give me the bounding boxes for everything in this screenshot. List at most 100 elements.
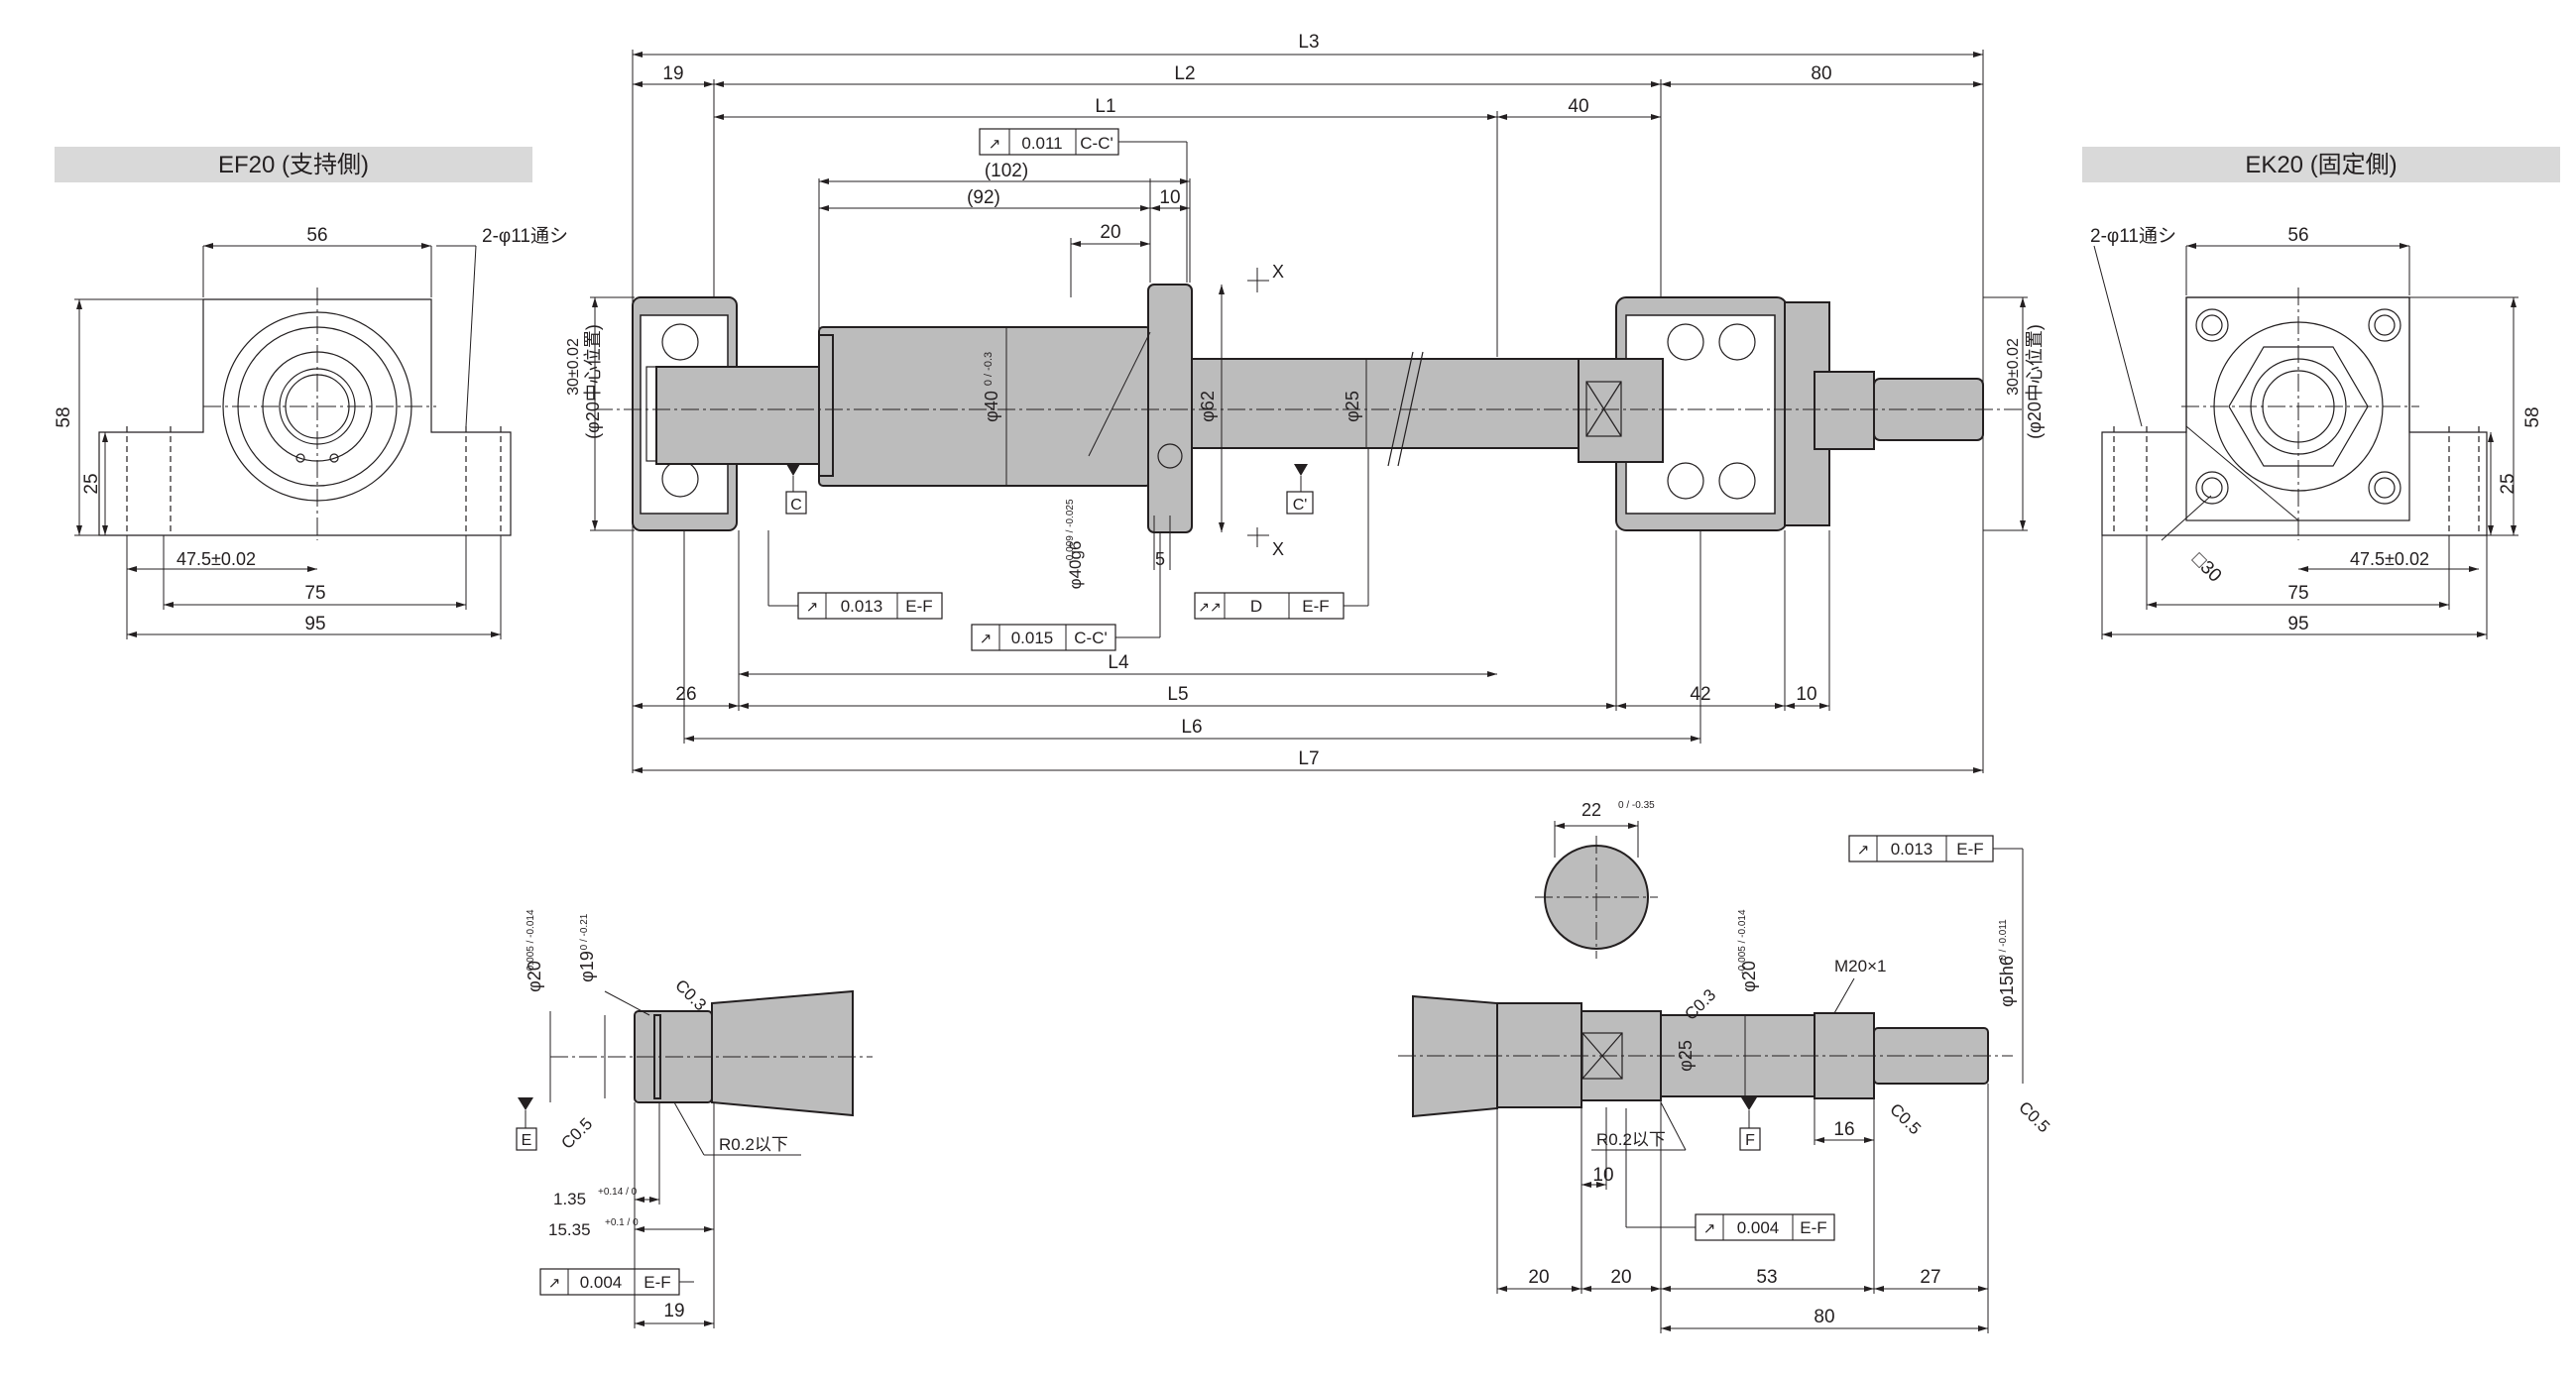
svg-text:↗: ↗ [1703,1220,1716,1237]
detail-20-b: 20 [1610,1267,1631,1288]
dim-L3: L3 [1298,32,1319,53]
ef20-title: EF20 (支持側) [218,152,369,178]
center-pos-right-a: 30±0.02 [2005,338,2022,396]
ef20-title-band [55,147,532,182]
svg-text:E-F: E-F [644,1273,670,1292]
tolerance-box-5: ↗ 0.013 E-F [1848,835,2024,1028]
ek20-dim-47-5: 47.5±0.02 [2350,549,2429,569]
ek20-bolts [2195,308,2401,505]
detail-80: 80 [1814,1307,1834,1327]
svg-text:E-F: E-F [1302,597,1329,616]
detail-53: 53 [1756,1267,1777,1288]
detail-phi20: φ20 [525,961,544,992]
locknut [1814,371,1875,450]
datum-c: C [790,497,802,514]
ef20-dim-58: 58 [54,406,74,427]
fixed-cover [1784,301,1830,526]
svg-text:E-F: E-F [905,597,932,616]
svg-text:-0.005 / -0.014: -0.005 / -0.014 [526,909,536,974]
svg-text:E-F: E-F [1956,840,1983,859]
svg-text:C-C': C-C' [1074,629,1107,647]
ek20-title: EK20 (固定側) [2245,152,2397,178]
svg-text:D: D [1250,597,1262,616]
ef20-snap-hole-right [329,453,339,463]
svg-text:0.015: 0.015 [1011,629,1054,647]
dim-phi40: φ40 [982,391,1001,422]
svg-text:↗: ↗ [548,1275,561,1292]
center-pos-left-b: (φ20中心位置) [583,324,603,439]
tolerance-box-6: ↗ 0.004 E-F [539,1268,694,1296]
ek20-sq-30: □30 [2187,549,2225,587]
svg-text:-0.005 / -0.014: -0.005 / -0.014 [1737,909,1748,974]
dim-L6: L6 [1181,717,1202,738]
datum-cp: C' [1293,497,1308,514]
svg-text:0 / -0.011: 0 / -0.011 [1998,919,2009,961]
section-x-top: X [1272,262,1284,282]
oil-hole [1157,443,1183,469]
dim-L2: L2 [1174,63,1195,84]
detail-phi15h6: φ15h6 [1997,956,2017,1007]
svg-text:+0.1 / 0: +0.1 / 0 [605,1217,639,1228]
dim-10-bottom: 10 [1796,684,1816,705]
detail-fixed-end: 22 0 / -0.35 C0.3 φ20 -0.005 / -0.014 φ2… [1398,800,2053,1333]
tolerance-box-4: ↗↗ D E-F [1194,448,1369,620]
svg-text:0.004: 0.004 [580,1273,623,1292]
detail-phi20-right: φ20 [1739,961,1759,992]
svg-text:0.011: 0.011 [1021,134,1062,153]
svg-text:↗: ↗ [980,631,993,647]
detail-phi19: φ19 [577,951,597,982]
ek20-title-band [2082,147,2560,182]
tolerance-box-1: ↗ 0.011 C-C' [979,128,1188,283]
main-assembly: L3 19 L2 80 L1 40 ↗ 0.011 C-C' (102) (92… [565,32,2045,773]
svg-text:0.004: 0.004 [1737,1218,1780,1237]
detail-16: 16 [1833,1119,1854,1140]
ek20-dim-25: 25 [2498,473,2518,494]
dim-L5: L5 [1167,684,1188,705]
ef20-dim-47-5: 47.5±0.02 [176,549,256,569]
dim-19-top: 19 [662,63,683,84]
ef20-dim-95: 95 [304,614,325,634]
ek20-dim-75: 75 [2287,583,2308,604]
ek20-housing [2101,296,2488,536]
tolerance-box-3: ↗ 0.015 C-C' [971,532,1161,651]
dim-phi62: φ62 [1198,391,1218,422]
dim-102: (102) [985,161,1028,181]
dim-20-nut: 20 [1100,222,1120,243]
dim-L7: L7 [1298,748,1319,769]
fixed-end-step [1496,1002,1582,1108]
svg-text:0.013: 0.013 [841,597,883,616]
svg-text:E-F: E-F [1800,1218,1826,1237]
ef20-view: EF20 (支持側) 56 2-φ11通シ 58 25 47.5±0.02 75 [54,147,568,639]
center-pos-left-a: 30±0.02 [565,338,582,396]
svg-text:↗: ↗ [1857,842,1870,859]
svg-text:C-C': C-C' [1080,134,1112,153]
dim-phi25: φ25 [1343,391,1362,422]
section-x-bottom: X [1272,539,1284,559]
detail-10-right: 10 [1592,1165,1613,1186]
detail-m20: M20×1 [1834,957,1886,976]
ek20-dim-58: 58 [2522,406,2543,427]
dim-10-top: 10 [1159,187,1180,208]
ef20-dim-75: 75 [304,583,325,604]
detail-c05-right-b: C0.5 [2015,1097,2053,1136]
svg-text:↗: ↗ [989,136,1001,153]
detail-c05-right-a: C0.5 [1886,1099,1925,1138]
detail-19: 19 [663,1301,684,1321]
datum-f: F [1745,1132,1755,1149]
dim-92: (92) [967,187,1000,208]
support-end-shaft [711,989,854,1117]
ef20-snap-hole-left [295,453,305,463]
detail-c03-left: C0.3 [671,976,710,1014]
detail-15-35: 15.35 [548,1220,591,1239]
dim-phi40-tol: 0 / -0.3 [983,352,995,386]
svg-text:0 / -0.21: 0 / -0.21 [579,913,590,950]
tolerance-box-7: ↗ 0.004 E-F [1625,1108,1835,1241]
ef20-housing [98,298,512,536]
ef20-dim-25: 25 [81,473,102,494]
tolerance-box-2: ↗ 0.013 E-F [767,530,943,620]
detail-1-35: 1.35 [553,1190,586,1208]
ef20-dim-56: 56 [306,225,327,246]
detail-20-a: 20 [1528,1267,1549,1288]
svg-text:+0.14 / 0: +0.14 / 0 [598,1187,638,1198]
ek20-dim-56: 56 [2287,225,2308,246]
